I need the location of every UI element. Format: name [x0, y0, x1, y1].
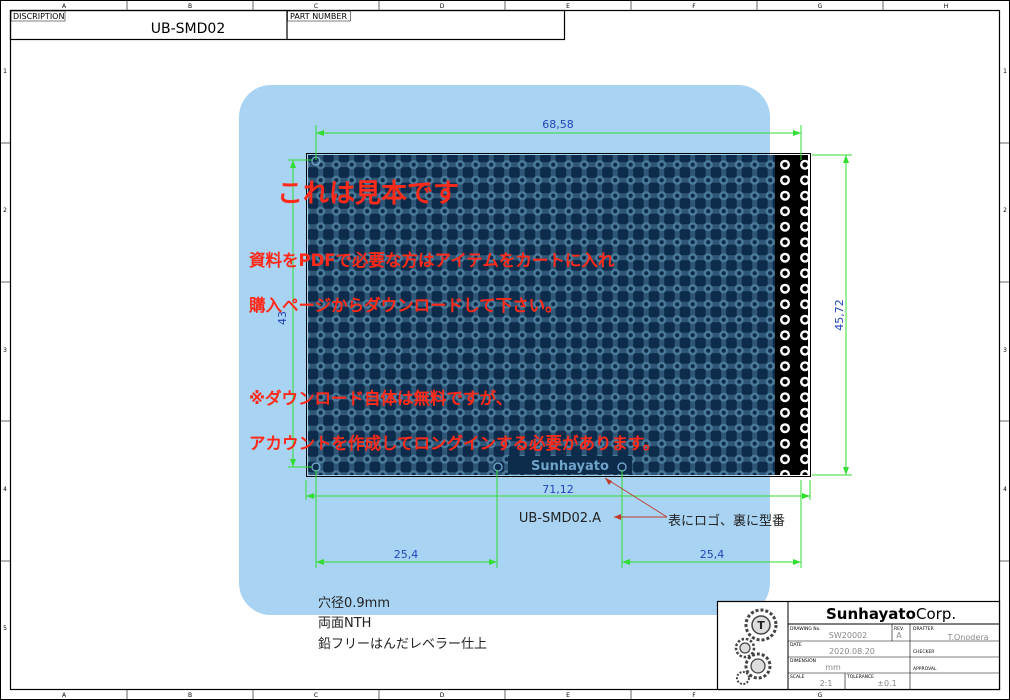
notes: 穴径0.9mm 両面NTH 鉛フリーはんだレベラー仕上	[318, 596, 487, 652]
date-label: DATE	[790, 642, 802, 648]
title-block: T Sunhayato Corp. DRAWING No. REV. DRAFT…	[716, 600, 1001, 691]
zone-col-label: B	[188, 3, 192, 10]
overlay-heading: これは見本です	[277, 179, 459, 209]
zone-col-label: F	[692, 692, 696, 699]
zone-col-label: E	[566, 3, 570, 10]
overlay-line-2: 購入ページからダウンロードして下さい。	[248, 295, 562, 315]
zone-row-label: 1	[3, 68, 7, 75]
callout-text: 表にロゴ、裏に型番	[668, 513, 785, 529]
zone-col-label: F	[692, 3, 696, 10]
zone-row-label: 3	[3, 347, 7, 354]
board-logo-text: Sunhayato	[531, 459, 609, 474]
zone-row-label: 4	[3, 486, 7, 493]
zone-col-label: A	[62, 3, 67, 10]
zone-row-label: 5	[3, 625, 7, 632]
dimension-texts: 68,58 71,12 45,72 43 25,4 25,4	[276, 118, 846, 561]
part-number-label: PART NUMBER	[290, 12, 347, 21]
model-label: UB-SMD02.A	[519, 511, 601, 526]
drafter-label: DRAFTER	[913, 626, 934, 632]
zone-row-label: 1	[1003, 68, 1007, 75]
zone-row-label: 3	[1003, 347, 1007, 354]
dimension-label: DIMENSION	[790, 658, 816, 664]
zone-col-label: B	[188, 692, 192, 699]
zone-row-label: 4	[1003, 486, 1007, 493]
gear-logo-icon: T	[734, 608, 778, 685]
overlay-line-3: ※ダウンロード自体は無料ですが、	[249, 388, 512, 408]
zone-col-label: C	[314, 3, 318, 10]
drafter-value: T.Onodera	[947, 633, 989, 642]
zone-col-label: E	[566, 692, 570, 699]
drawing-no-label: DRAWING No.	[790, 626, 821, 632]
description-label: DISCRIPTION	[13, 12, 64, 21]
zone-col-label: G	[818, 3, 823, 10]
overlay-line-1: 資料をPDFで必要な方はアイテムをカートに入れ	[249, 250, 615, 270]
svg-text:T: T	[757, 619, 765, 632]
zone-row-label: 2	[1003, 207, 1007, 214]
zone-col-label: D	[440, 3, 445, 10]
tolerance-value: ±0.1	[877, 679, 896, 688]
note-plating: 両面NTH	[318, 616, 371, 631]
overlay-line-4: アカウントを作成してロングインする必要があります。	[249, 433, 659, 453]
description-value: UB-SMD02	[151, 21, 225, 37]
dim-bottom-width: 71,12	[542, 483, 574, 496]
zone-col-label: G	[818, 692, 823, 699]
date-value: 2020.08.20	[829, 647, 875, 656]
callout: UB-SMD02.A 表にロゴ、裏に型番	[519, 477, 785, 529]
approval-label: APPROVAL	[913, 666, 937, 672]
zone-row-label: 2	[3, 207, 7, 214]
company-suffix: Corp.	[916, 605, 956, 623]
zone-labels: A B C D E F G H A B C D E F G 1 2 3 4 5 …	[3, 3, 1007, 699]
pcb-board: Sunhayato	[306, 153, 811, 477]
checker-label: CHECKER	[913, 649, 934, 655]
zone-col-label: D	[440, 692, 445, 699]
dim-left-span: 25,4	[394, 548, 419, 561]
dimension-arrows	[290, 130, 849, 565]
overlay-message: これは見本です 資料をPDFで必要な方はアイテムをカートに入れ 購入ページからダ…	[248, 179, 659, 453]
scale-value: 2:1	[820, 679, 833, 688]
dim-top-width: 68,58	[542, 118, 574, 131]
dimension-value: mm	[825, 663, 841, 672]
zone-col-label: C	[314, 692, 318, 699]
rev-label: REV.	[894, 626, 904, 632]
note-hole-diameter: 穴径0.9mm	[318, 596, 390, 611]
company-name: Sunhayato	[826, 605, 916, 623]
tolerance-label: TOLERANCE	[846, 674, 874, 680]
top-title-block: DISCRIPTION UB-SMD02 PART NUMBER	[9, 9, 566, 41]
dimension-lines	[288, 125, 852, 568]
drawing-no-value: SW20002	[829, 631, 867, 640]
dim-left-height: 43	[276, 311, 289, 325]
dim-right-height: 45,72	[833, 299, 846, 331]
zone-col-label: H	[944, 3, 949, 10]
scale-label: SCALE	[790, 674, 805, 680]
note-finish: 鉛フリーはんだレベラー仕上	[318, 637, 487, 652]
dim-right-span: 25,4	[700, 548, 725, 561]
zone-col-label: A	[62, 692, 67, 699]
rev-value: A	[896, 631, 902, 640]
